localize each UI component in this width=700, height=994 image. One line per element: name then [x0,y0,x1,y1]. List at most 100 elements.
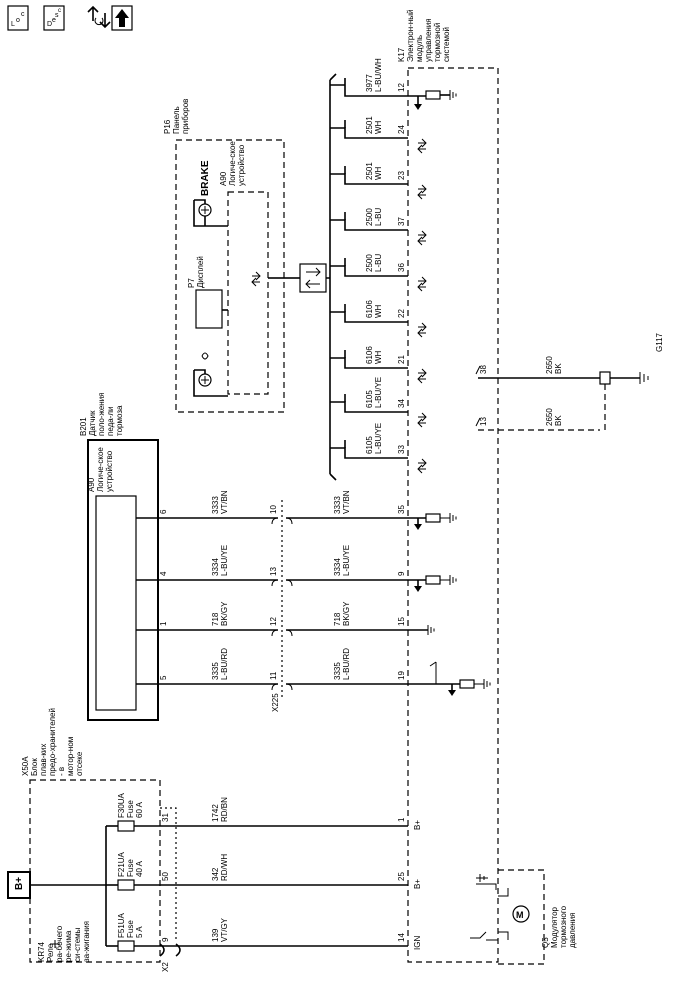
sensor-wire-label-left-line: BK/GY [220,601,229,626]
brake-label: BRAKE [200,160,211,196]
k17-label-line: системой [442,27,451,62]
b201-pin: 4 [159,571,168,576]
x225-pin: 13 [269,567,278,576]
x50a-label-line: мотор-ном [66,737,75,776]
ground-label: G117 [655,332,664,352]
ground-wire-label-line: BK [554,415,563,426]
ground-wire-label-line: 2650 [545,408,554,426]
fuse-label-line: F21UA [117,851,126,877]
p16-label-line: приборов [181,99,190,134]
b201-a90-label-line: устройство [105,450,114,492]
kr74-label-line: ре-жима [64,930,73,962]
b201-a90-label-line: Логиче-ское [96,447,105,492]
brake-warning-lamp [193,199,228,227]
b201-a90-label-line: A90 [87,477,96,492]
k17-pin: 34 [397,399,406,408]
k17-pin: 9 [397,571,406,576]
p16-a90-label-line: устройство [237,144,246,186]
ground-pin: 13 [479,417,488,426]
k17-wire-label-line: 6106 [365,300,374,318]
fuse-label-line: Fuse [126,800,135,818]
svg-text:s: s [55,12,59,19]
fuse-label-line: Fuse [126,859,135,877]
sensor-wire-label-left-line: VT/BN [220,490,229,514]
b201-pin: 5 [159,675,168,680]
b201-pin: 6 [159,509,168,514]
k17-label-line: управления [424,18,433,62]
up-arrow-icon[interactable] [111,5,133,31]
fuse-label-line: 60 A [135,801,144,818]
power-wire-label-line: 1742 [211,804,220,822]
x225-pin: 12 [269,617,278,626]
k17-wire-label-line: 2501 [365,162,374,180]
power-wire-label-line: RD/BN [220,797,229,822]
q5-label-line: давления [568,912,577,948]
p16-label-line: P16 [163,119,172,134]
ground-wire-label-line: BK [554,363,563,374]
k17-pin: 24 [397,125,406,134]
sensor-wire-label-right-line: BK/GY [342,601,351,626]
desc-icon[interactable]: D e s c [43,5,65,31]
k17-pin: 22 [397,309,406,318]
service-info-icon[interactable] [87,5,111,29]
loc-icon[interactable]: L o c [7,5,29,31]
k17-pin: 35 [397,505,406,514]
k17-pin: 25 [397,872,406,881]
p7-label-line: P7 [187,278,196,288]
k17-pin: 33 [397,445,406,454]
kr74-label-line: ра-бочего [55,925,64,962]
kr74-label-line: Реле [46,943,55,962]
battery-terminal [7,826,107,946]
fuse-label-line: 40 A [135,860,144,877]
k17-pin12-sensor [408,90,457,110]
k17-pin: 15 [397,617,406,626]
k17-pin: 36 [397,263,406,272]
g117-ground-circuit [475,365,649,431]
sensor-wire-label-right-line: 718 [333,612,342,626]
k17-wire-label-line: 6106 [365,346,374,364]
k17-wire-label-line: WH [374,166,383,180]
kr74-label-line: за-жигания [82,921,91,962]
k17-wire-label-line: 2500 [365,254,374,272]
fuse-pin: 31 [161,813,170,822]
svg-text:D: D [47,21,52,28]
data-link-symbol [284,263,327,293]
x50a-label-line: X50A [21,756,30,776]
k17-pin-label: B+ [413,820,422,830]
k17-pin: 14 [397,933,406,942]
sensor-wire-label-left-line: 3335 [211,662,220,680]
k17-label-line: Электрон-ный [406,10,415,62]
k17-wire-label-line: WH [374,120,383,134]
p7-display [195,289,228,329]
k17-pin: 12 [397,83,406,92]
